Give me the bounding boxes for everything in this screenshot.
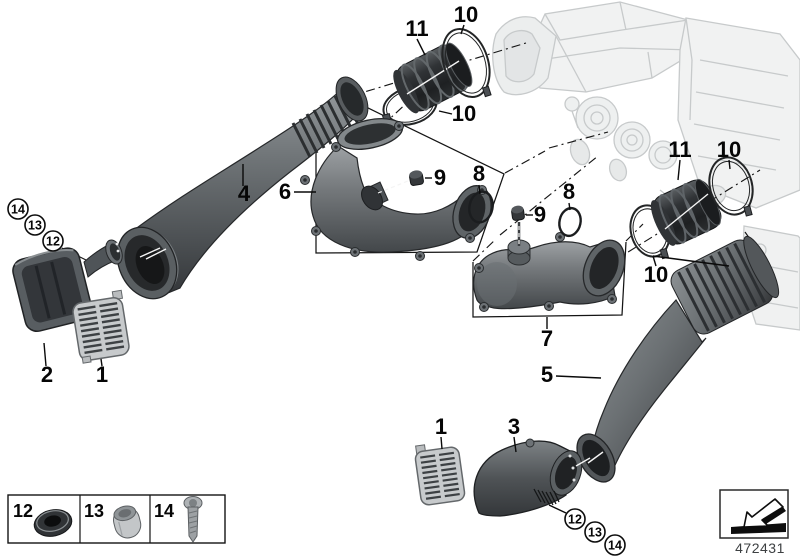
callout-2[interactable]: 2 <box>41 362 53 387</box>
callout-7[interactable]: 7 <box>541 326 553 351</box>
clamp-ring-10-upper <box>441 28 492 98</box>
badge-12-right[interactable]: 12 <box>568 513 582 527</box>
circled-badges-bottom-right: 12 13 14 <box>548 504 626 556</box>
elbow-7-bolt-tabs <box>474 232 617 312</box>
callout-1-bottom[interactable]: 1 <box>435 414 447 439</box>
document-number: 472431 <box>735 540 785 556</box>
air-elbow-part-6 <box>300 118 492 261</box>
circled-badges-top-left: 14 13 12 <box>7 198 64 252</box>
clamp-ring-10-right-upper <box>708 156 754 217</box>
spacer-sleeve-icon <box>113 505 142 539</box>
badge-13-right[interactable]: 13 <box>588 526 602 540</box>
callout-10-mid[interactable]: 10 <box>452 101 476 126</box>
callout-4[interactable]: 4 <box>238 181 251 206</box>
badge-12-left[interactable]: 12 <box>46 235 60 249</box>
callout-10-right-lower[interactable]: 10 <box>644 262 668 287</box>
mounting-screw-icon <box>183 496 203 543</box>
air-elbow-part-7 <box>473 222 626 312</box>
o-ring-part-8-left <box>468 190 494 224</box>
callout-10-right-upper[interactable]: 10 <box>717 137 741 162</box>
grille-part-1-bottom <box>414 444 466 506</box>
callout-10-top[interactable]: 10 <box>454 2 478 27</box>
footer-plate: 472431 <box>719 489 789 556</box>
callout-5[interactable]: 5 <box>541 362 553 387</box>
callout-6[interactable]: 6 <box>279 179 291 204</box>
o-ring-part-8-right <box>558 206 582 238</box>
part-7-group-boundary <box>472 241 627 318</box>
legend-13-number: 13 <box>84 501 104 521</box>
direction-of-travel-arrow-icon <box>731 498 786 534</box>
bellows-11-right-axis-highlight <box>664 193 709 230</box>
scoop-to-duct-axis <box>139 247 161 258</box>
cap-part-9-right <box>511 205 525 221</box>
grille-part-1-left <box>72 289 130 364</box>
intake-scoop-part-2 <box>12 239 123 333</box>
fastener-legend: 12 13 14 <box>7 494 226 544</box>
bellows-11-axis-highlight <box>406 60 460 95</box>
duct-3-to-5-axis <box>575 457 591 467</box>
callout-1-left[interactable]: 1 <box>96 362 108 387</box>
badge-14-left[interactable]: 14 <box>11 203 25 217</box>
callout-11-top[interactable]: 11 <box>405 16 428 41</box>
callout-8-left[interactable]: 8 <box>473 161 485 186</box>
callout-9-right[interactable]: 9 <box>534 202 546 227</box>
duct-4-corrugation <box>291 91 361 158</box>
badge-14-right[interactable]: 14 <box>608 539 622 553</box>
duct-3-clip-marks <box>568 454 576 482</box>
duct-3-vent-hatch <box>533 488 560 506</box>
legend-14-number: 14 <box>154 501 174 521</box>
duct-5-corrugation <box>670 235 780 335</box>
rubber-grommet-icon <box>33 509 73 537</box>
intake-duct-part-5 <box>576 235 780 483</box>
callout-9-left[interactable]: 9 <box>434 165 446 190</box>
engine-assembly-faded-illustration <box>493 2 800 330</box>
callout-labels: 1 2 1 3 4 5 6 7 8 9 8 9 10 10 11 11 10 1… <box>41 2 741 453</box>
legend-12-number: 12 <box>13 501 33 521</box>
callout-3[interactable]: 3 <box>508 414 520 439</box>
callout-8-right[interactable]: 8 <box>563 179 575 204</box>
callout-11-right[interactable]: 11 <box>668 137 691 162</box>
bellows-part-11-right <box>650 178 722 246</box>
air-duct-part-3 <box>473 438 583 517</box>
badge-13-left[interactable]: 13 <box>28 219 42 233</box>
cap-part-9-left <box>409 170 424 186</box>
